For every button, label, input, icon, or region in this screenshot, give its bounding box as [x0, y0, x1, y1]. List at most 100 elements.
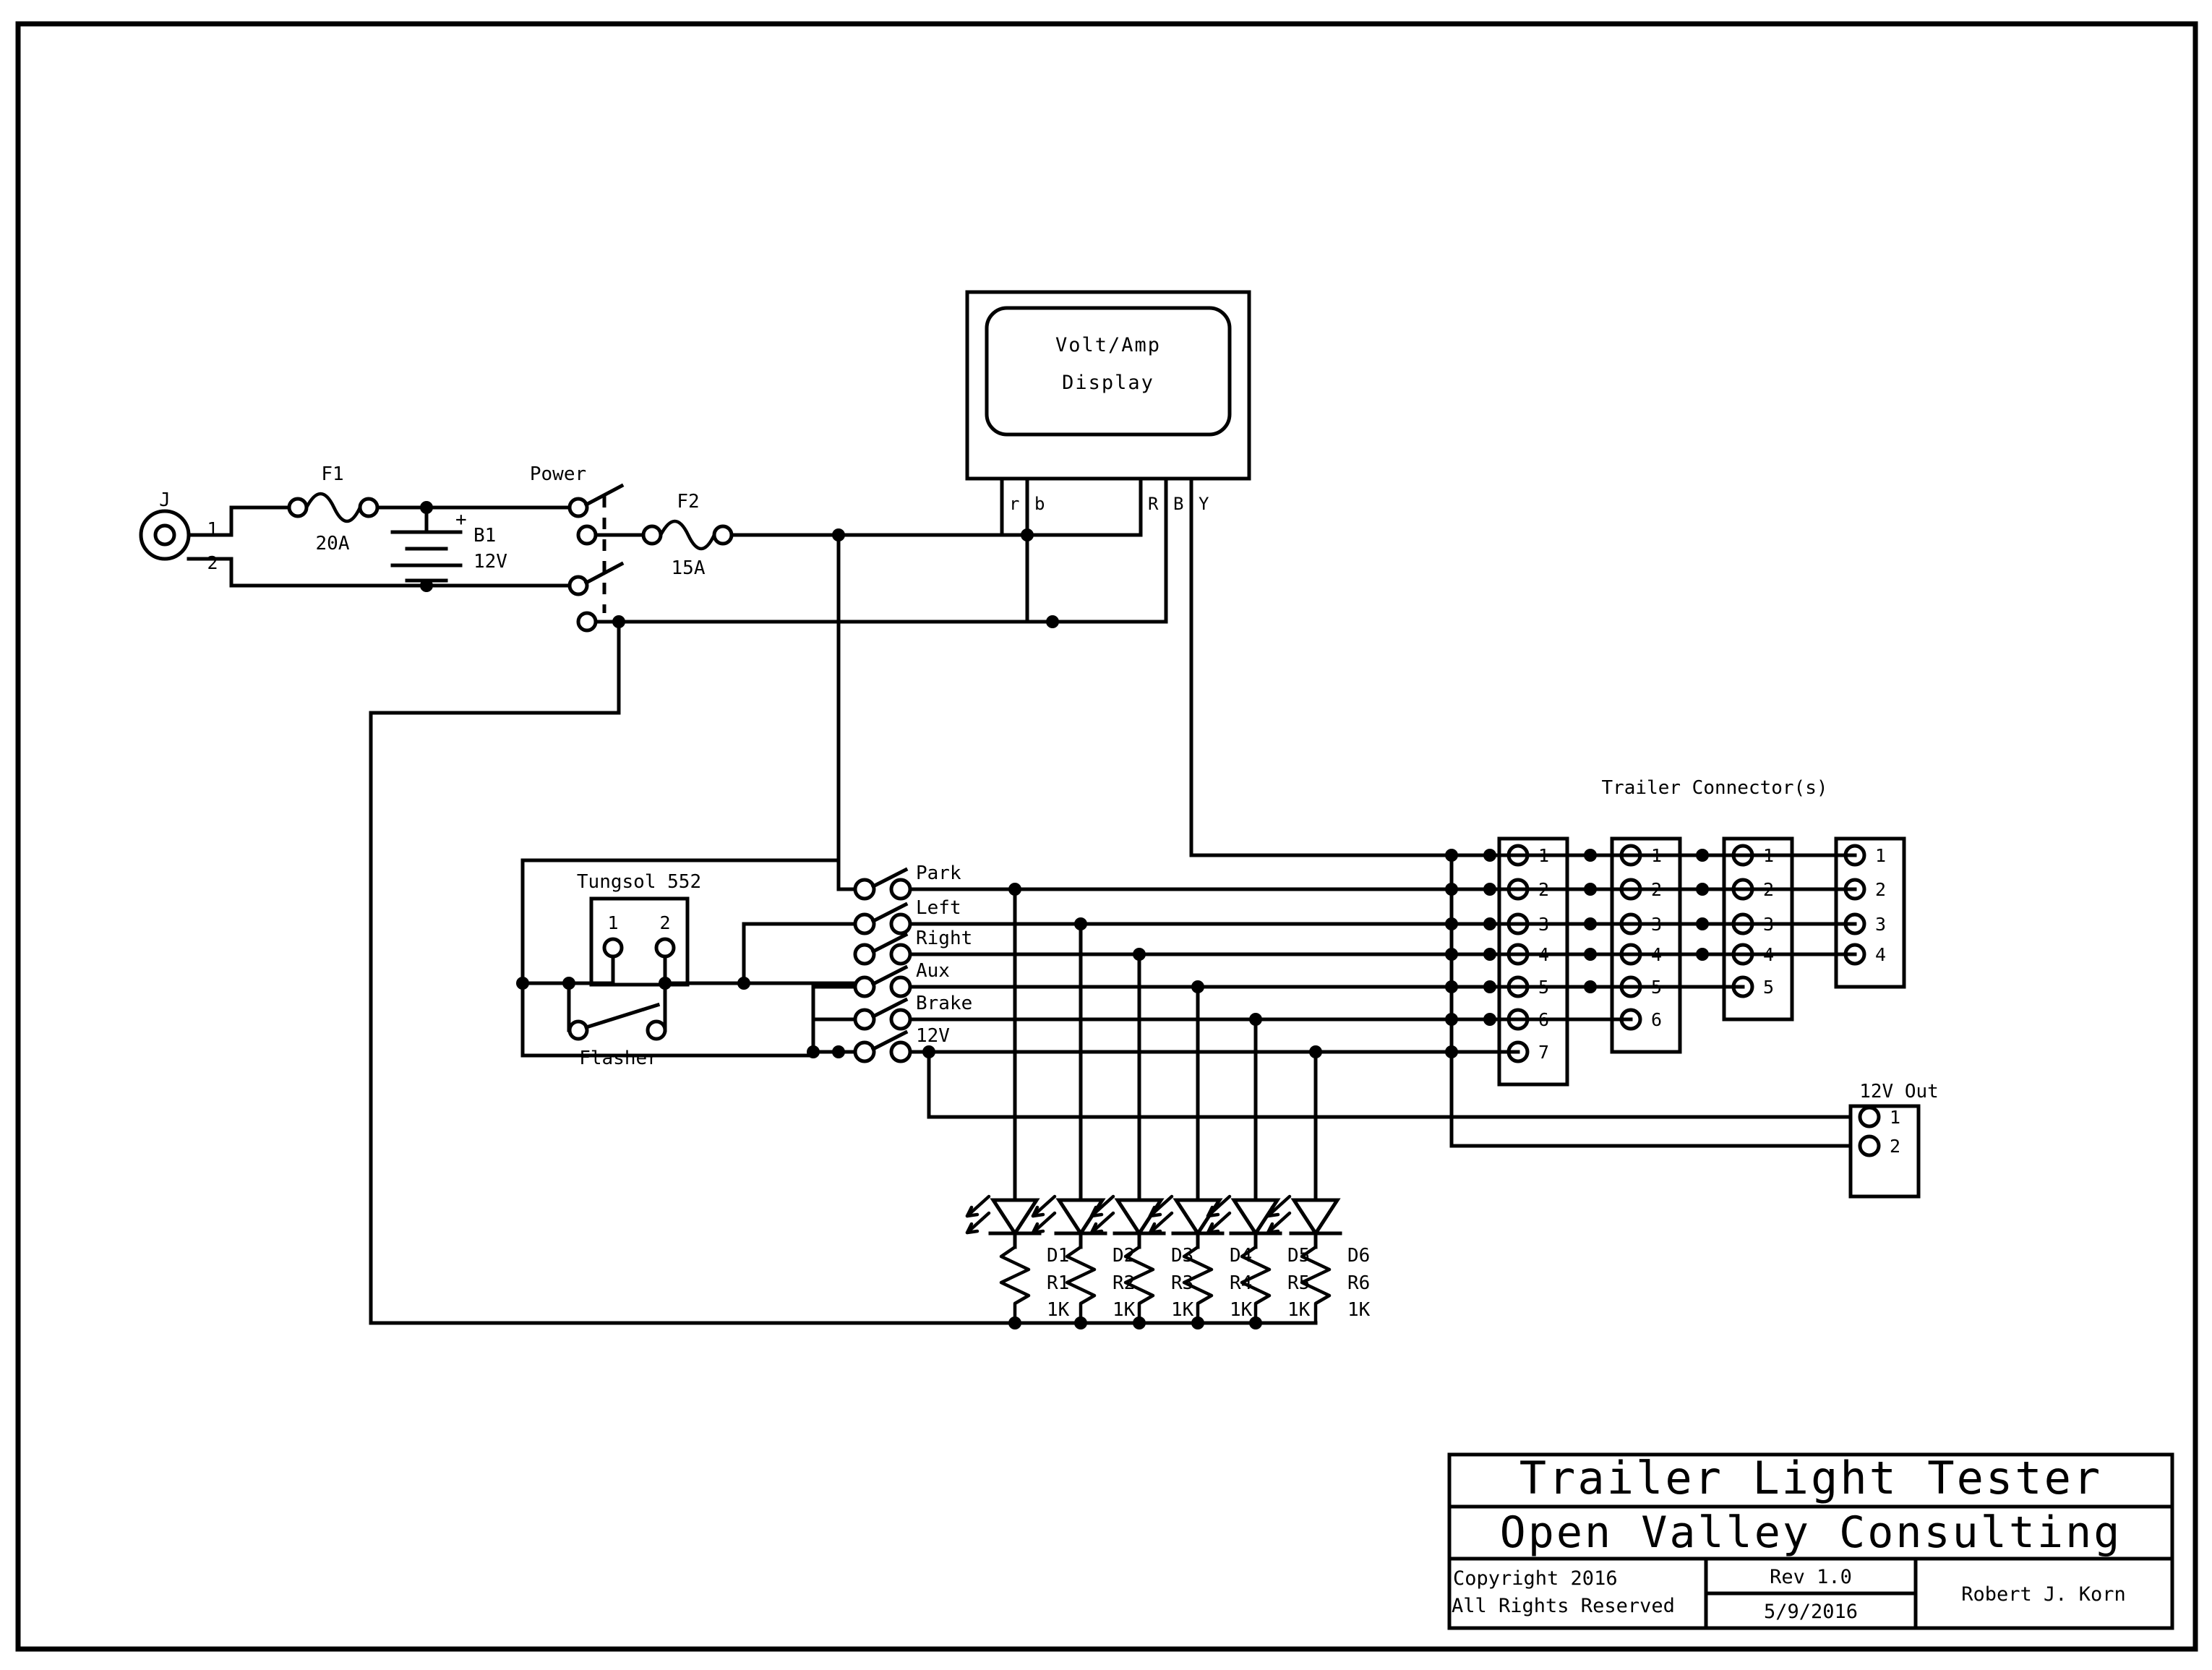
switch-label-aux: Aux [916, 960, 950, 982]
flasher-bypass-blade [583, 1002, 661, 1030]
switch-12v-throw-terminal[interactable] [889, 1040, 912, 1063]
r2-resistor-zigzag [1065, 1245, 1097, 1325]
switch-brake-blade[interactable] [870, 997, 909, 1019]
r6-ref: R6 [1347, 1272, 1370, 1294]
wire-display-R-to-positive [1025, 513, 1143, 537]
switch-label-12v: 12V [916, 1025, 950, 1047]
title-block-project-title: Trailer Light Tester [1519, 1452, 2103, 1504]
switch-left-blade[interactable] [870, 902, 909, 924]
trailer-connector-5pin-body [1722, 836, 1794, 1022]
trailer-4pin-pin-label-2: 2 [1875, 879, 1886, 900]
trailer-4pin-pin-label-1: 1 [1875, 845, 1886, 866]
junction-r6-c1 [1483, 1013, 1496, 1026]
d6-diode-triangle [1290, 1198, 1341, 1237]
switch-aux-blade[interactable] [870, 964, 909, 987]
switch-left-throw-terminal[interactable] [889, 912, 912, 935]
f1-terminal-right [358, 497, 380, 518]
r5-resistor-zigzag [1240, 1245, 1272, 1325]
junction-d1-tap [1008, 883, 1021, 896]
d1-emission-arrowhead-1 [965, 1205, 979, 1218]
flasher-bypass-terminal-left [567, 1019, 589, 1041]
display-pin-label-r: r [1009, 494, 1019, 514]
switch-label-left: Left [916, 897, 961, 919]
switch-right-blade[interactable] [870, 932, 909, 954]
switch-aux-pole-terminal[interactable] [853, 975, 876, 998]
switch-right-pole-terminal[interactable] [853, 943, 876, 966]
junction-d4-tap [1191, 980, 1204, 993]
aux-output-terminal-1[interactable] [1858, 1105, 1881, 1129]
f1-rating: 20A [316, 533, 350, 554]
aux-output-heading: 12V Out [1859, 1081, 1939, 1102]
d3-ref: D3 [1171, 1245, 1193, 1267]
junction-r5-c1 [1483, 980, 1496, 993]
d6-emission-arrowhead-2 [1266, 1222, 1280, 1235]
trailer-connector-6pin-body [1610, 836, 1682, 1054]
power-switch-label: Power [530, 463, 586, 485]
wire-jack2-to-ground-rail [187, 557, 429, 588]
junction-flasher-left [516, 977, 529, 990]
d4-emission-arrow-lines [1148, 1194, 1174, 1235]
d2-emission-arrowhead-1 [1031, 1205, 1045, 1218]
r4-value: 1K [1230, 1299, 1253, 1321]
d1-emission-arrowhead-2 [965, 1222, 979, 1235]
wire-display-B-to-return [1050, 513, 1168, 624]
f2-rating: 15A [672, 557, 706, 579]
flasher-module-pin-1-label: 1 [607, 912, 618, 933]
display-screen [985, 306, 1232, 437]
switch-park-pole-terminal[interactable] [853, 878, 876, 901]
wire-flasher-feed-loop [520, 858, 841, 1058]
switch-12v-pole-terminal[interactable] [853, 1040, 876, 1063]
switch-park-blade[interactable] [870, 867, 909, 889]
trailer-connector-4pin-body [1834, 836, 1906, 989]
f1-ref: F1 [321, 463, 343, 485]
d6-ref: D6 [1347, 1245, 1370, 1267]
d2-emission-arrow-lines [1031, 1194, 1057, 1235]
switch-left-pole-terminal[interactable] [853, 912, 876, 935]
junction-bus-row4 [1445, 948, 1458, 961]
input-jack-ref: J [159, 489, 171, 511]
junction-r3-c2 [1584, 917, 1597, 930]
junction-bus-row3 [1445, 917, 1458, 930]
d1-emission-arrow-lines [965, 1194, 991, 1235]
d5-emission-arrowhead-2 [1206, 1222, 1220, 1235]
switch-aux-throw-terminal[interactable] [889, 975, 912, 998]
r6-resistor-zigzag [1300, 1245, 1332, 1325]
led-indicator-bank: D1 R1 1K D2 R2 1K D3 R3 1K [369, 883, 1371, 1329]
d6-emission-arrow-lines [1266, 1194, 1292, 1235]
flasher-module-terminal-2 [654, 937, 676, 959]
f2-ref: F2 [677, 491, 699, 513]
r1-value: 1K [1047, 1299, 1070, 1321]
aux-output-pin-label-2: 2 [1890, 1136, 1900, 1157]
power-input-section: J 1 2 F1 20A + B1 12V Power [139, 463, 1059, 1325]
d5-ref: D5 [1287, 1245, 1310, 1267]
drawing-border [15, 21, 2198, 1652]
switch-12v-blade[interactable] [870, 1029, 909, 1052]
junction-r2-c1 [1483, 883, 1496, 896]
r3-value: 1K [1171, 1299, 1194, 1321]
switch-label-park: Park [916, 862, 961, 884]
switch-right-throw-terminal[interactable] [889, 943, 912, 966]
wire-display-Y-to-park-bus [1189, 513, 1454, 857]
junction-bus-row5 [1445, 980, 1458, 993]
junction-bus-row6 [1445, 1013, 1458, 1026]
junction-r1-c1 [1483, 849, 1496, 862]
trailer-connectors-section: Trailer Connector(s) 1 2 3 4 5 6 7 1 2 3… [1445, 777, 1906, 1148]
junction-r3-c3 [1696, 917, 1709, 930]
d4-emission-arrowhead-1 [1148, 1205, 1162, 1218]
flasher-module-label: Tungsol 552 [577, 871, 701, 893]
aux-output-terminal-2[interactable] [1858, 1134, 1881, 1157]
battery-voltage: 12V [473, 551, 507, 573]
power-switch-throw-b-terminal [576, 611, 598, 633]
junction-r4-c3 [1696, 948, 1709, 961]
d3-emission-arrowhead-1 [1089, 1205, 1104, 1218]
trailer-7pin-pin-label-7: 7 [1538, 1042, 1549, 1063]
battery-polarity-plus: + [455, 509, 467, 531]
title-block: Trailer Light Tester Open Valley Consult… [1447, 1452, 2174, 1630]
switch-brake-throw-terminal[interactable] [889, 1008, 912, 1031]
switch-park-throw-terminal[interactable] [889, 878, 912, 901]
switch-brake-pole-terminal[interactable] [853, 1008, 876, 1031]
r3-resistor-zigzag [1123, 1245, 1155, 1325]
d1-diode-triangle [990, 1198, 1040, 1237]
